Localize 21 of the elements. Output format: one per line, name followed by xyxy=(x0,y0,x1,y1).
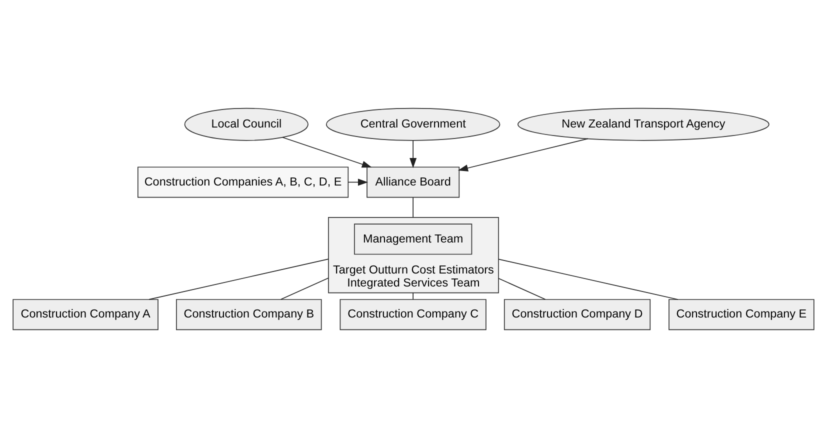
connector xyxy=(498,277,546,300)
arrow xyxy=(458,138,588,171)
node-box: Construction Company B xyxy=(176,298,322,330)
node-box: Alliance Board xyxy=(366,166,460,198)
node-ellipse: Local Council xyxy=(184,107,308,140)
arrow xyxy=(282,136,372,168)
arrow xyxy=(348,178,368,186)
node-box: Management Team xyxy=(354,223,472,254)
node-ellipse: Central Government xyxy=(326,107,500,140)
node-box: Construction Company E xyxy=(668,298,814,330)
node-ellipse: New Zealand Transport Agency xyxy=(518,107,770,140)
node-box: Construction Company A xyxy=(12,298,158,330)
node-box: Construction Company D xyxy=(504,298,651,330)
connector xyxy=(280,277,329,300)
connector xyxy=(412,196,414,218)
connector xyxy=(412,292,414,300)
node-box: Construction Companies A, B, C, D, E xyxy=(137,166,349,198)
node-box: Construction Company C xyxy=(340,298,486,330)
connector xyxy=(498,258,678,300)
connector xyxy=(148,258,329,300)
arrow xyxy=(410,140,417,168)
